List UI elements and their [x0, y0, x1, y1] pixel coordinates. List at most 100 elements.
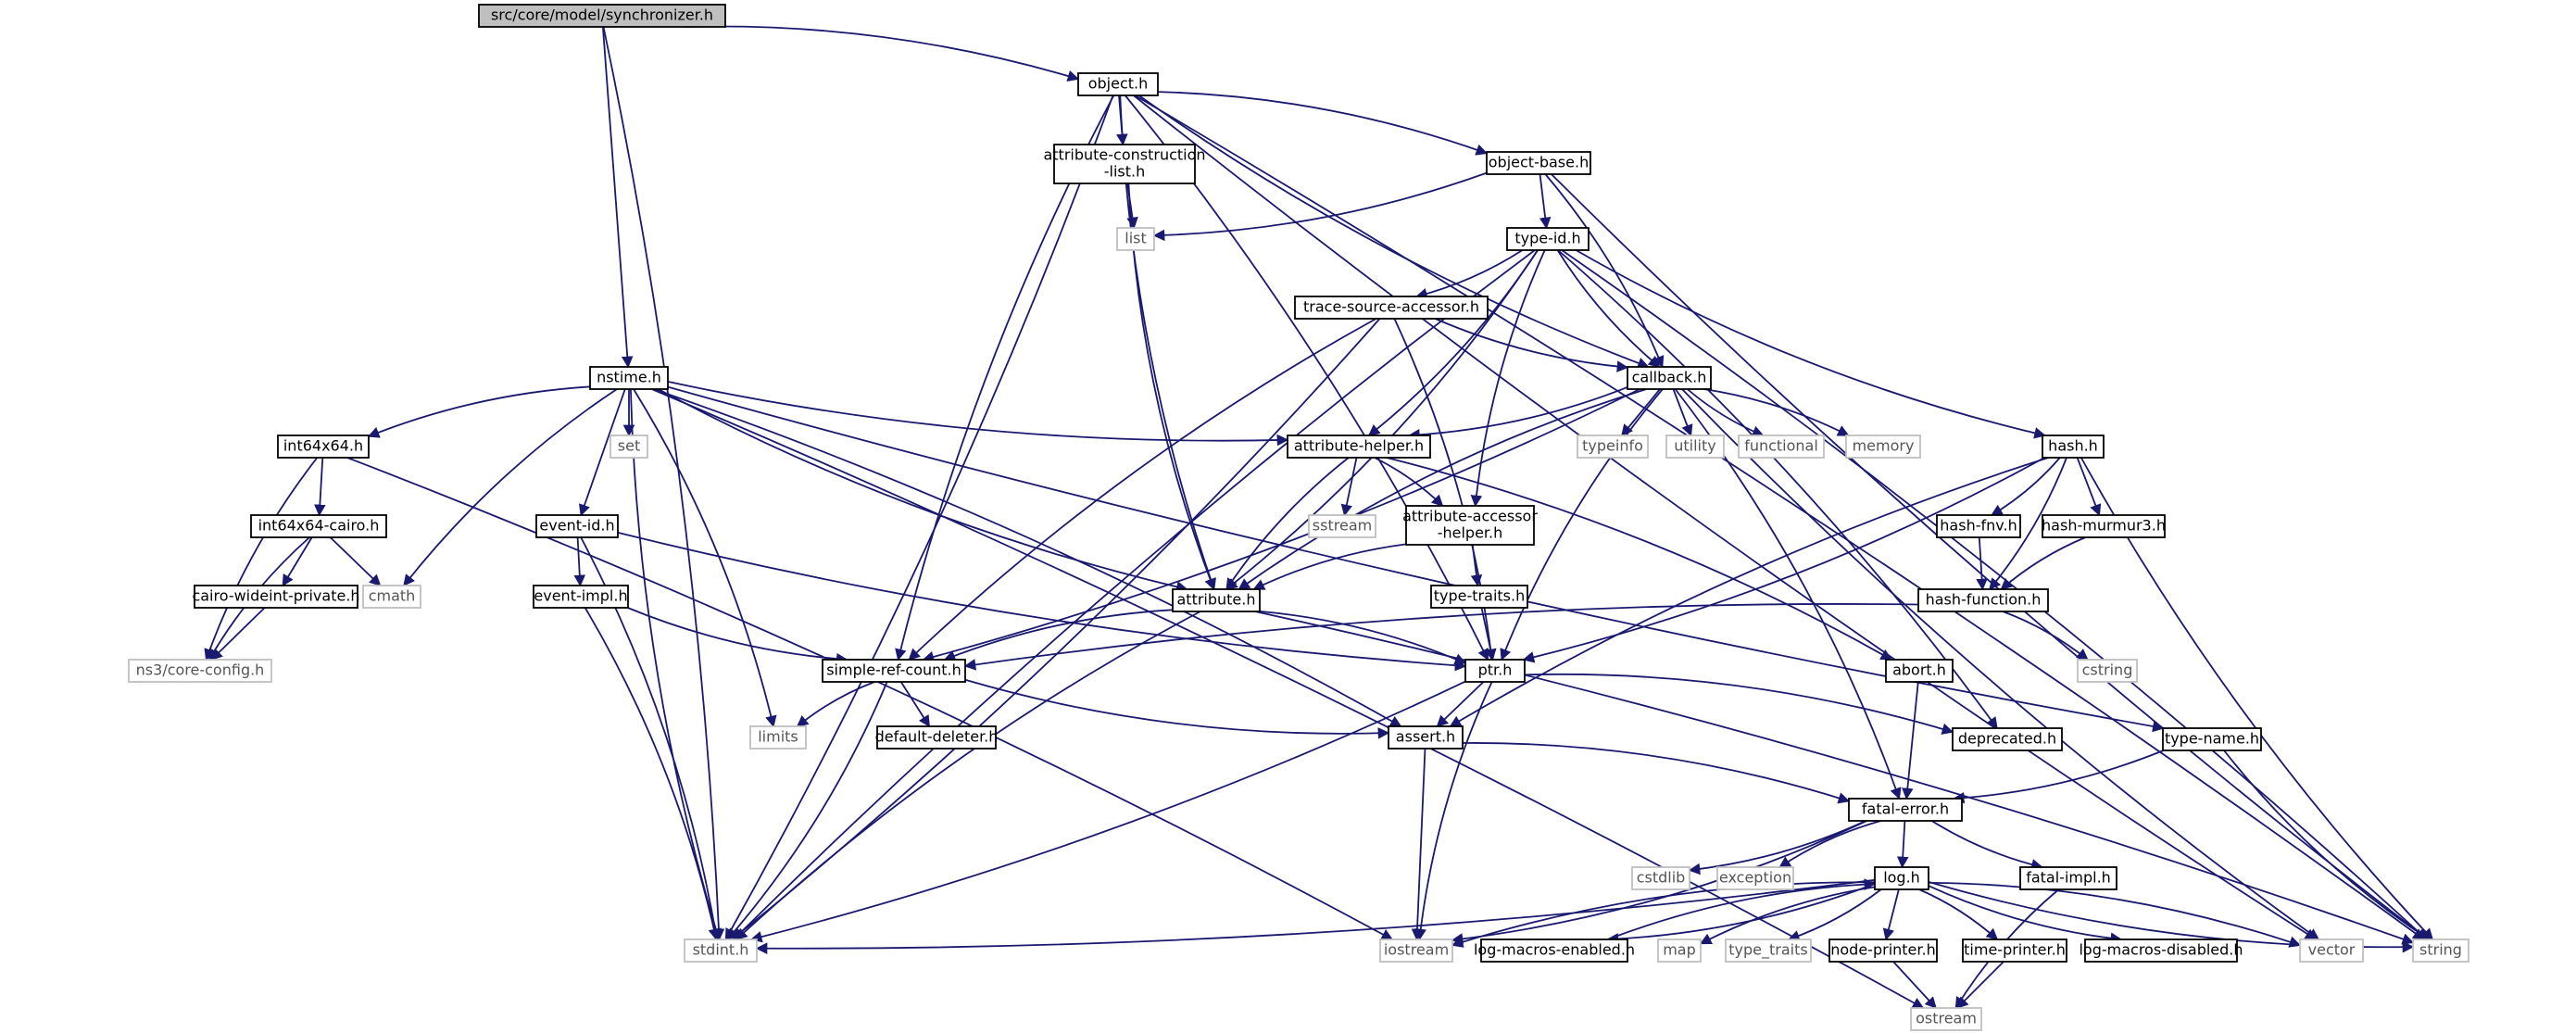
- edge-log-to-node_printer: [1882, 888, 1900, 941]
- node-attr-accessor[interactable]: attribute-accessor-helper.h: [1402, 505, 1538, 546]
- edge-nstime-to-limits: [633, 388, 777, 728]
- node-abort[interactable]: abort.h: [1885, 659, 1954, 683]
- node-time-printer[interactable]: time-printer.h: [1962, 939, 2067, 963]
- node-fatal-error[interactable]: fatal-error.h: [1848, 798, 1963, 822]
- node-box: [1657, 939, 1702, 963]
- edge-fatal_error-to-exception: [1778, 820, 1881, 868]
- node-synchronizer[interactable]: src/core/model/synchronizer.h: [478, 4, 726, 28]
- node-label: string: [2419, 941, 2462, 959]
- edge-object-to-object_base: [1157, 91, 1489, 156]
- node-label: ptr.h: [1478, 661, 1513, 679]
- edge-type_id-to-trace_source: [1415, 249, 1524, 300]
- edge-type_id-to-deprecated: [1557, 249, 1998, 730]
- edge-object_base-to-string: [1551, 173, 2430, 940]
- node-list: list: [1116, 227, 1155, 251]
- node-trace-source[interactable]: trace-source-accessor.h: [1294, 296, 1489, 320]
- node-deprecated[interactable]: deprecated.h: [1952, 727, 2063, 751]
- node-attr-construction[interactable]: attribute-construction-list.h: [1043, 144, 1206, 184]
- edge-hash-to-assert: [1449, 457, 2049, 727]
- node-box: [2077, 659, 2138, 683]
- edge-fatal_error-to-fatal_impl: [1931, 820, 2043, 871]
- edge-attribute-to-ptr: [1259, 611, 1467, 665]
- node-simple-ref-count[interactable]: simple-ref-count.h: [822, 659, 966, 683]
- edge-object-to-callback: [1137, 94, 1650, 369]
- node-box: [250, 514, 387, 538]
- node-label: time-printer.h: [1964, 941, 2066, 959]
- edge-log-to-log_macros_enabled: [1606, 883, 1876, 945]
- node-type-traits-h[interactable]: type-traits.h: [1430, 585, 1528, 609]
- edge-callback-to-ptr: [1500, 388, 1664, 661]
- node-label: iostream: [1384, 941, 1449, 959]
- node-hash[interactable]: hash.h: [2042, 435, 2105, 459]
- node-label: ostream: [1916, 1010, 1977, 1027]
- edge-nstime-to-attribute_helper: [667, 381, 1289, 447]
- node-box: [1885, 659, 1954, 683]
- node-attribute-helper[interactable]: attribute-helper.h: [1287, 435, 1431, 459]
- edge-callback-to-utility: [1672, 388, 1693, 437]
- node-label: cmath: [369, 587, 416, 605]
- edge-trace_source-to-callback: [1435, 318, 1629, 372]
- node-label: sstream: [1313, 517, 1372, 535]
- node-label: node-printer.h: [1830, 941, 1935, 959]
- node-hash-function[interactable]: hash-function.h: [1917, 588, 2049, 612]
- node-type-id[interactable]: type-id.h: [1506, 227, 1590, 251]
- node-box: [2042, 514, 2166, 538]
- node-box: [1631, 866, 1690, 890]
- node-box: [1828, 939, 1938, 963]
- node-cstdlib: cstdlib: [1631, 866, 1690, 890]
- node-int64x64[interactable]: int64x64.h: [277, 435, 370, 459]
- node-hash-murmur3[interactable]: hash-murmur3.h: [2042, 514, 2166, 538]
- edge-simple_ref_count-to-limits: [796, 681, 875, 727]
- node-int64x64-cairo[interactable]: int64x64-cairo.h: [250, 514, 387, 538]
- node-callback[interactable]: callback.h: [1627, 366, 1712, 390]
- node-default-deleter[interactable]: default-deleter.h: [875, 725, 999, 750]
- node-box: [1430, 585, 1528, 609]
- node-type-name[interactable]: type-name.h: [2162, 727, 2262, 751]
- node-event-id[interactable]: event-id.h: [535, 514, 619, 538]
- node-box: [533, 585, 629, 609]
- node-attribute[interactable]: attribute.h: [1172, 588, 1261, 612]
- node-box: [589, 366, 669, 390]
- node-ptr[interactable]: ptr.h: [1464, 659, 1526, 683]
- node-node-printer[interactable]: node-printer.h: [1828, 939, 1938, 963]
- node-log[interactable]: log.h: [1874, 866, 1929, 890]
- node-box: [1874, 866, 1929, 890]
- node-box: [128, 659, 272, 683]
- node-map: map: [1657, 939, 1702, 963]
- edge-int64x64-to-iostream: [346, 457, 1394, 940]
- node-log-macros-enabled[interactable]: log-macros-enabled.h: [1474, 939, 1635, 963]
- node-label: attribute.h: [1176, 591, 1255, 609]
- node-label: type-traits.h: [1434, 587, 1525, 605]
- node-cairo-wideint[interactable]: cairo-wideint-private.h: [192, 585, 360, 609]
- edge-nstime-to-type_name: [667, 385, 2165, 733]
- node-label: attribute-accessor: [1402, 508, 1538, 525]
- node-label: list: [1125, 230, 1147, 247]
- edge-assert-to-iostream: [1411, 748, 1426, 941]
- node-nstime[interactable]: nstime.h: [589, 366, 669, 390]
- node-label: ns3/core-config.h: [136, 661, 265, 679]
- node-fatal-impl[interactable]: fatal-impl.h: [2019, 866, 2117, 890]
- node-label: hash-fnv.h: [1940, 517, 2017, 535]
- node-box: [1287, 435, 1431, 459]
- node-label: fatal-error.h: [1862, 800, 1949, 818]
- node-event-impl[interactable]: event-impl.h: [533, 585, 629, 609]
- edge-simple_ref_count-to-assert: [964, 678, 1390, 739]
- node-object[interactable]: object.h: [1077, 72, 1159, 96]
- node-log-macros-disabled[interactable]: log-macros-disabled.h: [2079, 939, 2243, 963]
- edge-nstime-to-cmath: [403, 388, 618, 586]
- node-box: [2042, 435, 2105, 459]
- edge-ptr-to-assert: [1436, 681, 1485, 727]
- edge-ptr-to-iostream: [1414, 681, 1493, 941]
- edge-type_id-to-callback: [1556, 249, 1661, 368]
- node-label: cstdlib: [1637, 869, 1686, 887]
- node-label: cstring: [2082, 661, 2133, 679]
- edge-type_name-to-fatal_error: [1953, 750, 2165, 804]
- node-memory: memory: [1845, 435, 1921, 459]
- node-assert[interactable]: assert.h: [1388, 725, 1464, 750]
- node-label: hash-function.h: [1926, 591, 2042, 609]
- node-label: set: [618, 437, 640, 455]
- edge-object-to-vector: [1133, 94, 2318, 940]
- node-hash-fnv[interactable]: hash-fnv.h: [1936, 514, 2021, 538]
- node-object-base[interactable]: object-base.h: [1486, 151, 1591, 175]
- edge-attr_accessor-to-attribute: [1252, 543, 1407, 590]
